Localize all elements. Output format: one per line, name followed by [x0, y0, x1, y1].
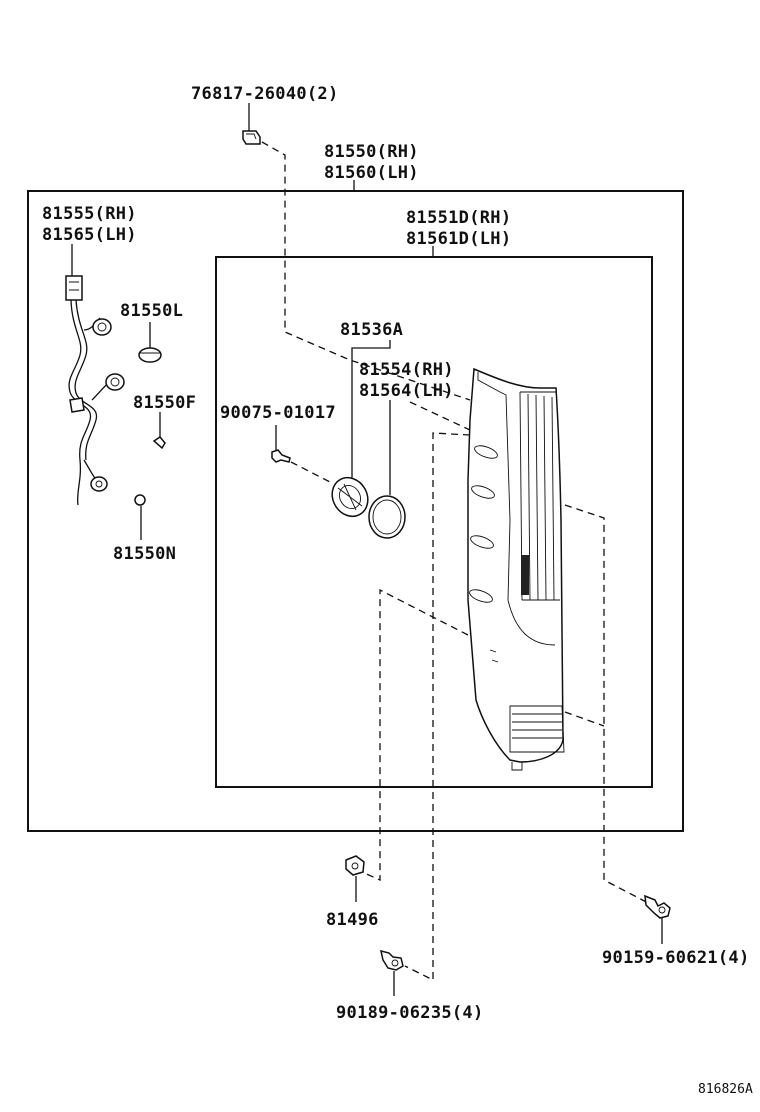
socket-part[interactable] — [325, 471, 374, 523]
label-lens-body-lh: 81561D(LH) — [406, 229, 511, 249]
label-bolt-right: 90159-60621(4) — [602, 948, 750, 968]
label-gasket-lh: 81564(LH) — [359, 381, 454, 401]
label-socket-wire-lh: 81565(LH) — [42, 225, 137, 245]
bulb-f-part[interactable] — [152, 436, 166, 450]
inner-lens-frame — [215, 256, 653, 788]
bulb-l-part[interactable] — [138, 347, 162, 363]
socket-wire-harness[interactable] — [65, 275, 125, 506]
dash-right-top — [564, 504, 653, 906]
bulb-n-part[interactable] — [134, 494, 146, 506]
lamp-lens-body[interactable] — [467, 367, 565, 771]
label-diagram-id: 816826A — [698, 1082, 753, 1097]
label-bulb-l: 81550L — [120, 301, 183, 321]
label-lamp-assy-lh: 81560(LH) — [324, 163, 419, 183]
label-socket-wire-rh: 81555(RH) — [42, 204, 137, 224]
screw-small-dash — [290, 461, 331, 483]
outer-assembly-frame — [27, 190, 684, 832]
label-socket: 81536A — [340, 320, 403, 340]
gasket-part[interactable] — [368, 495, 406, 539]
label-nut: 81496 — [326, 910, 379, 930]
dash-left — [361, 588, 469, 882]
bolt-right-part[interactable] — [644, 894, 671, 919]
label-screw-bottom: 90189-06235(4) — [336, 1003, 484, 1023]
label-clip-top: 76817-26040(2) — [191, 84, 339, 104]
dash-right-bottom — [564, 711, 605, 727]
screw-small-part[interactable] — [271, 449, 291, 463]
nut-part[interactable] — [345, 855, 365, 876]
gasket-dash — [409, 401, 471, 431]
label-lamp-assy-rh: 81550(RH) — [324, 142, 419, 162]
label-gasket-rh: 81554(RH) — [359, 360, 454, 380]
dash-center — [404, 432, 471, 982]
label-screw-small: 90075-01017 — [220, 403, 336, 423]
socket-gasket-bracket — [351, 340, 391, 478]
label-lens-body-rh: 81551D(RH) — [406, 208, 511, 228]
label-bulb-n: 81550N — [113, 544, 176, 564]
screw-bottom-part[interactable] — [380, 949, 404, 971]
label-bulb-f: 81550F — [133, 393, 196, 413]
clip-top-dash — [261, 141, 471, 401]
clip-top-part[interactable] — [242, 130, 261, 145]
